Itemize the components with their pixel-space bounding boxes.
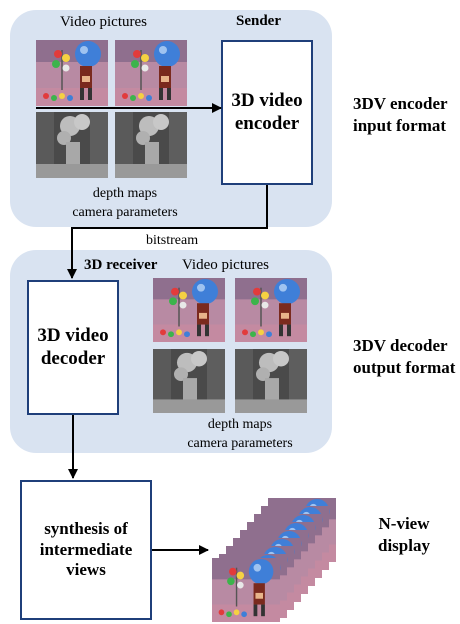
sender-video-label: Video pictures: [60, 14, 147, 30]
encoder-format-label: 3DV encoder input format: [353, 93, 448, 137]
sender-caption-line1: depth maps: [92, 186, 158, 201]
decoder-format-label: 3DV decoder output format: [353, 335, 455, 379]
sender-caption-line2: camera parameters: [72, 204, 178, 220]
sender-caption: depth maps camera parameters: [55, 185, 195, 223]
receiver-caption-line2: camera parameters: [187, 435, 293, 451]
receiver-video-label: Video pictures: [182, 257, 269, 273]
receiver-caption-line1: depth maps: [207, 417, 273, 432]
decoder-format-line2: output format: [353, 358, 456, 378]
encoder-format-line1: 3DV encoder: [353, 94, 448, 113]
decoder-format-line1: 3DV decoder: [353, 336, 448, 355]
nview-line1: N-view: [378, 514, 430, 533]
decoder-label: 3D video decoder: [37, 324, 109, 369]
receiver-title: 3D receiver: [84, 257, 158, 273]
encoder-format-line2: input format: [353, 116, 447, 136]
nview-label: N-view display: [378, 513, 430, 557]
encoder-label: 3D video encoder: [231, 89, 303, 134]
encoder-block: 3D video encoder: [221, 40, 313, 185]
sender-title: Sender: [236, 13, 281, 29]
decoder-block: 3D video decoder: [27, 280, 119, 415]
synthesis-block: synthesis of intermediate views: [20, 480, 152, 620]
synthesis-label: synthesis of intermediate views: [39, 519, 133, 580]
bitstream-label: bitstream: [146, 233, 199, 248]
nview-line2: display: [378, 536, 430, 556]
receiver-caption: depth maps camera parameters: [165, 416, 315, 454]
